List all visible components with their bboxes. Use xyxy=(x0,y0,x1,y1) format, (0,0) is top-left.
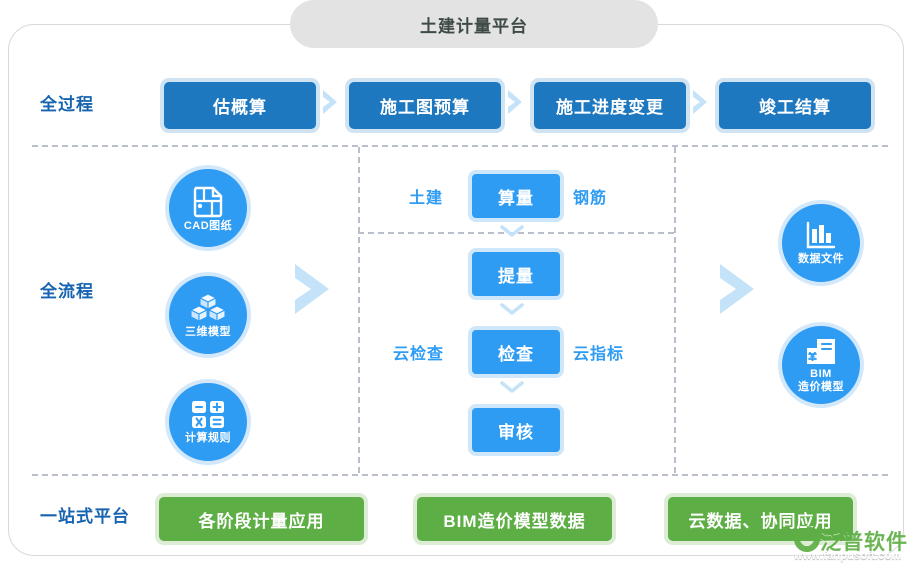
center-step-left-label: 云检查 xyxy=(393,346,445,363)
three-d-model-icon xyxy=(190,292,226,324)
page-title-text: 土建计量平台 xyxy=(420,16,528,36)
chevron-right-large-icon xyxy=(295,264,329,314)
process-stage-box[interactable]: 估概算 xyxy=(160,78,320,133)
calculator-icon xyxy=(191,400,225,430)
center-step-right-label: 云指标 xyxy=(573,346,625,363)
center-step-box-tiliang[interactable]: 提量 xyxy=(468,248,564,300)
center-step-right-label: 钢筋 xyxy=(573,190,608,207)
cad-drawing-icon xyxy=(191,184,225,218)
process-stage-box[interactable]: 施工进度变更 xyxy=(530,78,690,133)
output-circle-bim-cost-model[interactable]: ¥ BIM 造价模型 xyxy=(778,322,864,408)
platform-item-box[interactable]: 各阶段计量应用 xyxy=(155,493,368,545)
center-step-left-label: 土建 xyxy=(409,190,444,207)
chevron-right-icon xyxy=(508,90,522,114)
platform-item-box[interactable]: 云数据、协同应用 xyxy=(664,493,857,545)
row-label-process: 全过程 xyxy=(40,95,94,114)
output-circle-data-file[interactable]: 数据文件 xyxy=(778,200,864,286)
chevron-right-icon xyxy=(693,90,707,114)
svg-text:¥: ¥ xyxy=(809,349,817,364)
output-circle-label: BIM 造价模型 xyxy=(798,368,844,393)
divider-top xyxy=(32,145,888,147)
center-panel-right-border xyxy=(674,147,676,473)
chevron-right-large-icon xyxy=(720,264,754,314)
divider-bottom xyxy=(32,474,888,476)
input-circle-cad[interactable]: CAD图纸 xyxy=(165,165,251,251)
input-circle-label: 三维模型 xyxy=(185,326,231,338)
chevron-down-icon xyxy=(500,303,524,315)
input-circle-calc-rule[interactable]: 计算规则 xyxy=(165,379,251,465)
process-stage-box[interactable]: 竣工结算 xyxy=(715,78,875,133)
platform-item-box[interactable]: BIM造价模型数据 xyxy=(413,493,616,545)
process-stage-box[interactable]: 施工图预算 xyxy=(345,78,505,133)
center-panel-left-border xyxy=(358,147,360,473)
row-label-platform: 一站式平台 xyxy=(40,507,130,526)
page-title: 土建计量平台 xyxy=(290,0,658,48)
row-label-flow: 全流程 xyxy=(40,282,94,301)
input-circle-label: 计算规则 xyxy=(185,432,231,444)
input-circle-3d-model[interactable]: 三维模型 xyxy=(165,272,251,358)
output-circle-label: 数据文件 xyxy=(798,253,844,265)
center-step-box-shenhe[interactable]: 审核 xyxy=(468,404,564,456)
chevron-down-icon xyxy=(500,225,524,237)
center-step-box-suanliang[interactable]: 算量 xyxy=(468,170,564,222)
chevron-down-icon xyxy=(500,381,524,393)
center-step-box-jiancha[interactable]: 检查 xyxy=(468,326,564,378)
bar-chart-file-icon xyxy=(805,221,837,251)
input-circle-label: CAD图纸 xyxy=(183,220,233,232)
bim-cost-model-icon: ¥ xyxy=(805,336,837,366)
chevron-right-icon xyxy=(323,90,337,114)
